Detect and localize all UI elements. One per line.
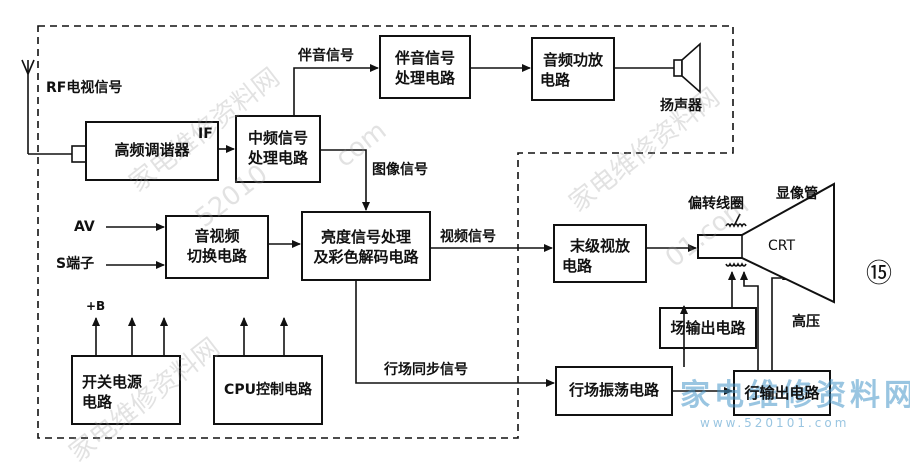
- video-signal-label: 视频信号: [440, 229, 496, 245]
- if-processing-label-1: 中频信号: [247, 129, 308, 147]
- high-voltage-label: 高压: [792, 314, 820, 330]
- antenna-icon: [21, 59, 72, 155]
- audio-amplifier-label-1: 音频功放: [542, 51, 603, 69]
- final-video-amp-block: [553, 224, 647, 283]
- line-oscillator-label: 行场振荡电路: [568, 381, 659, 399]
- field-output-block: [659, 307, 757, 349]
- deflection-yoke-icon: [725, 213, 747, 267]
- watermark-url: www.520101.com: [700, 416, 850, 430]
- av-switch-label-1: 音视频: [194, 227, 240, 245]
- image-signal-label: 图像信号: [372, 162, 428, 178]
- cpu-control-block: [213, 355, 323, 425]
- tuner-input-terminal: [71, 145, 87, 163]
- audio-amplifier-label-2: 电路: [540, 71, 571, 89]
- audio-amplifier-block: [531, 37, 615, 101]
- crt-label: CRT: [768, 238, 796, 254]
- sound-processing-label-1: 伴音信号: [394, 49, 455, 67]
- if-processing-label-2: 处理电路: [247, 149, 308, 167]
- figure-number: ⑮: [866, 259, 893, 289]
- s-terminal-input-label: S端子: [56, 256, 95, 272]
- power-supply-block: [71, 355, 181, 425]
- sound-carrier-signal-label: 伴音信号: [298, 48, 354, 64]
- field-output-label: 场输出电路: [670, 319, 746, 337]
- watermark-site-name: 家电维修资料网: [680, 378, 910, 413]
- tuner-label: 高频调谐器: [114, 141, 190, 159]
- final-video-amp-label-1: 末级视放: [569, 237, 630, 255]
- tuner-block: [85, 121, 219, 181]
- av-switch-block: [165, 215, 269, 279]
- dashed-enclosure: [37, 25, 734, 439]
- crt-tube-label: 显像管: [776, 186, 818, 202]
- luma-chroma-label-1: 亮度信号处理: [320, 228, 411, 246]
- final-video-amp-label-2: 电路: [562, 257, 593, 275]
- block-diagram: [21, 25, 835, 439]
- line-output-label: 行输出电路: [744, 384, 820, 402]
- sound-processing-label-2: 处理电路: [394, 69, 455, 87]
- rf-tv-signal-label: RF电视信号: [46, 80, 123, 96]
- if-signal-label: IF: [198, 126, 213, 142]
- line-output-block: [733, 370, 831, 416]
- sound-processing-block: [379, 35, 471, 99]
- luma-chroma-block: [301, 211, 431, 281]
- plus-b-label: +B: [86, 299, 106, 313]
- crt-icon: [697, 182, 835, 304]
- cpu-control-label: CPU控制电路: [224, 382, 312, 398]
- if-processing-block: [235, 115, 321, 183]
- line-field-sync-label: 行场同步信号: [384, 362, 468, 378]
- av-switch-label-2: 切换电路: [186, 247, 247, 265]
- speaker-label: 扬声器: [660, 98, 702, 114]
- deflection-yoke-label: 偏转线圈: [688, 196, 744, 212]
- speaker-icon: [673, 42, 701, 94]
- power-supply-label-2: 电路: [82, 393, 113, 411]
- av-input-label: AV: [74, 219, 95, 235]
- luma-chroma-label-2: 及彩色解码电路: [313, 248, 419, 266]
- power-supply-label-1: 开关电源: [82, 373, 143, 391]
